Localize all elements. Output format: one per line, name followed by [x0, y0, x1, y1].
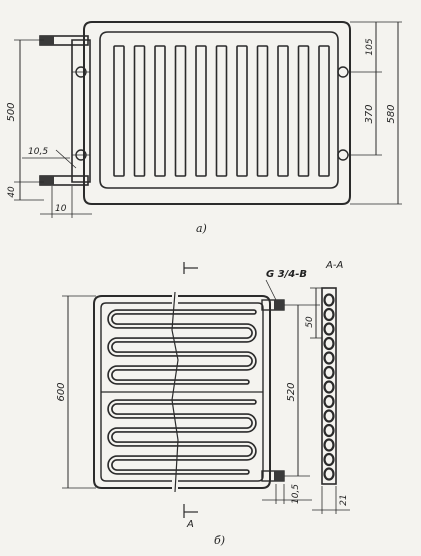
- section-tube: [323, 409, 335, 423]
- leader-line: [55, 149, 77, 169]
- section-tube: [323, 322, 335, 336]
- section-tube: [323, 438, 335, 452]
- thread-label: G 3/4-B: [266, 269, 307, 280]
- section-tube: [323, 394, 335, 409]
- inlet-pipe-end: [40, 36, 54, 45]
- caption-figure-a: а): [196, 222, 207, 235]
- dim-40: 40: [7, 186, 17, 198]
- mount-hole-upper-right: [337, 66, 349, 78]
- dim-10-5: 10,5: [291, 484, 301, 504]
- dim-50: 50: [305, 316, 315, 328]
- serpentine-tubes: [107, 309, 257, 475]
- dim-21: 21: [339, 494, 349, 505]
- slot: [113, 45, 125, 177]
- slot: [174, 45, 187, 177]
- coil-tube: [107, 399, 257, 475]
- dim-10-5: 10,5: [28, 147, 48, 157]
- section-label: А-А: [325, 260, 343, 271]
- coil-tube-bore: [108, 310, 256, 384]
- coil-tube-bore: [108, 400, 256, 474]
- section-tube: [323, 423, 335, 438]
- slot: [236, 45, 248, 177]
- panel-outline: [83, 21, 351, 205]
- dim-105: 105: [365, 38, 375, 55]
- upper-fitting-nut: [274, 300, 284, 310]
- section-tube: [323, 452, 335, 467]
- figure-b: G 3/4-B А А-А 600 520 50 10,5 21: [56, 260, 350, 530]
- section-tube: [323, 351, 335, 365]
- radiator-outline-left: [93, 295, 172, 489]
- section-marker: А: [186, 519, 194, 530]
- leader-line: [265, 279, 277, 301]
- slot: [154, 45, 166, 177]
- slot: [297, 45, 310, 177]
- dim-580: 580: [386, 104, 397, 123]
- dim-10: 10: [55, 204, 67, 214]
- lower-fitting-nut: [274, 471, 284, 481]
- caption-figure-b: б): [214, 534, 226, 547]
- section-tube: [323, 467, 335, 481]
- mounting-bracket: [71, 39, 91, 183]
- section-tube: [323, 336, 335, 351]
- figure-a: 500 10,5 40 10 105 370 580: [6, 21, 402, 218]
- slot: [133, 45, 146, 177]
- section-view: [321, 287, 337, 485]
- dim-520: 520: [286, 382, 297, 401]
- outlet-pipe-end: [40, 176, 54, 185]
- slot: [195, 45, 207, 177]
- panel-inner-outline: [99, 31, 339, 189]
- radiator-outline-right: [178, 295, 271, 489]
- dim-500: 500: [6, 102, 17, 121]
- section-tube: [323, 293, 335, 307]
- slot: [318, 45, 330, 177]
- dim-600: 600: [56, 382, 67, 401]
- coil-tube: [107, 309, 257, 385]
- slot: [277, 45, 289, 177]
- section-tube: [323, 365, 335, 380]
- slot: [256, 45, 269, 177]
- section-tube: [323, 307, 335, 322]
- dim-370: 370: [364, 104, 375, 123]
- break-line: [171, 291, 179, 493]
- mount-hole-lower-right: [337, 149, 349, 161]
- slot: [215, 45, 228, 177]
- panel-slots: [113, 45, 330, 177]
- section-tube: [323, 380, 335, 394]
- section-view-tubes: [323, 293, 335, 481]
